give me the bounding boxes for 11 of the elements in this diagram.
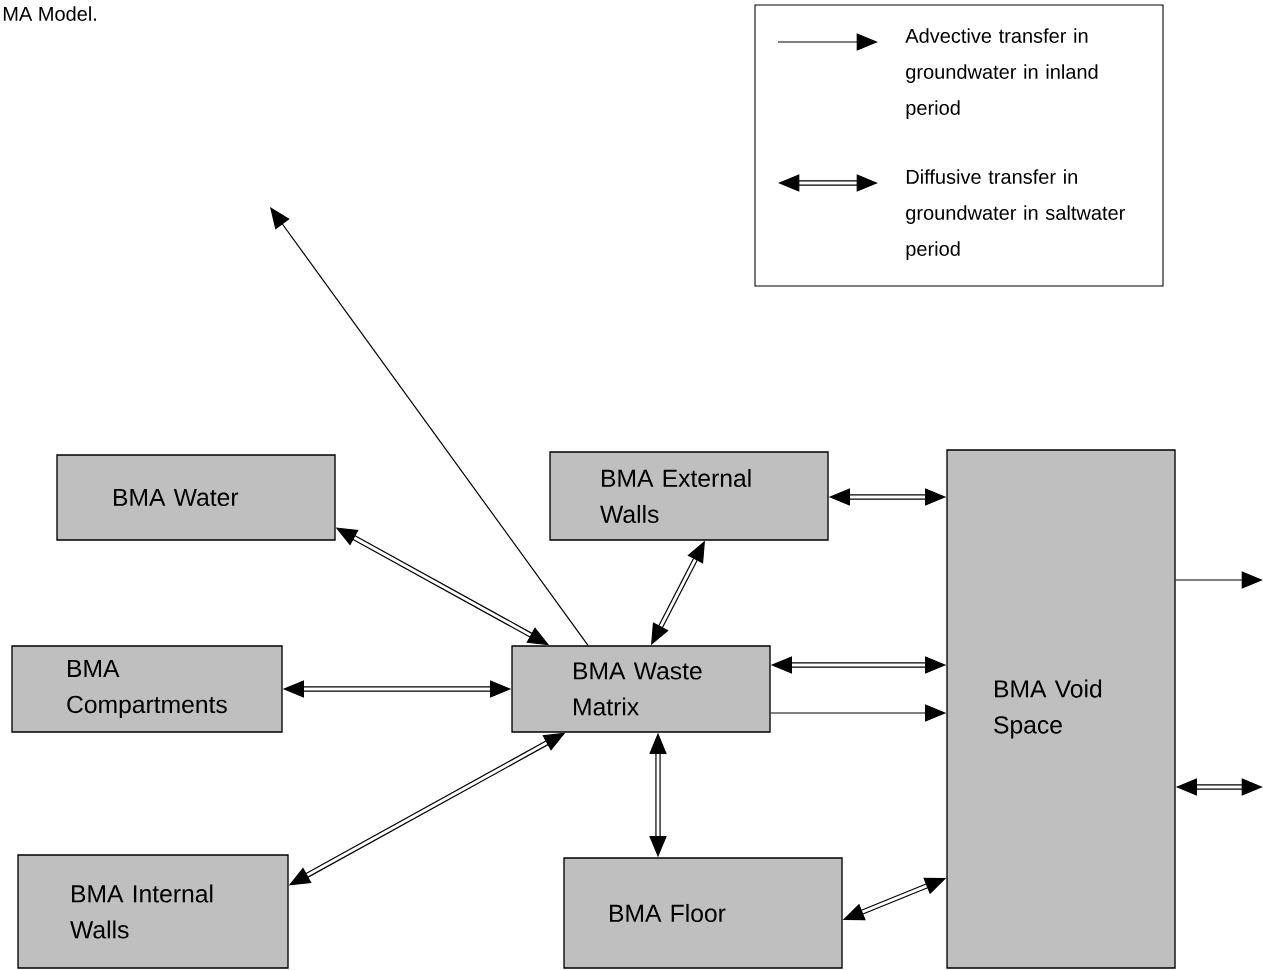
arrow — [270, 207, 589, 646]
process-box: BMA Internal Walls — [17, 854, 289, 969]
process-box: BMA Compartments — [11, 645, 283, 733]
process-box: BMA Waste Matrix — [511, 645, 771, 733]
process-box: BMA Floor — [563, 857, 843, 969]
legend-text: Advective transfer in groundwater in inland period — [905, 28, 1098, 119]
process-box: BMA External Walls — [549, 451, 829, 541]
process-box: BMA Void Space — [946, 449, 1176, 969]
process-box: BMA Water — [56, 454, 336, 541]
caption-text: MA Model. — [3, 6, 96, 21]
legend-text: Diffusive transfer in groundwater in saltwater period — [906, 169, 1125, 260]
